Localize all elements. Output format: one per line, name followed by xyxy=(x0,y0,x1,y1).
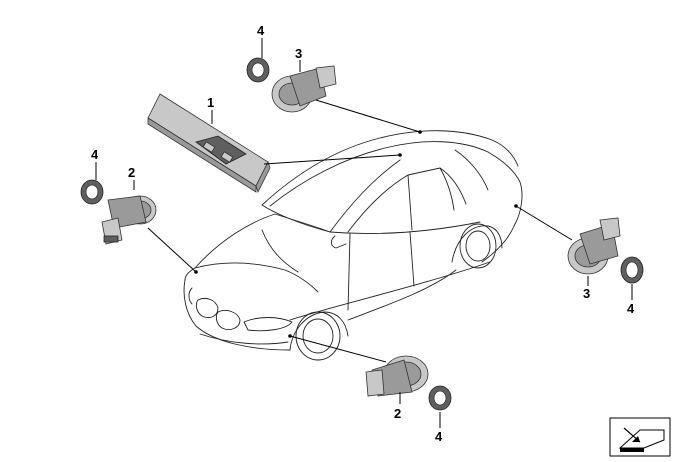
control-unit-part xyxy=(147,93,271,194)
car-outline xyxy=(183,130,523,361)
exploded-view-icon xyxy=(609,417,671,457)
callout-3-top: 3 xyxy=(295,46,302,61)
leader-lines xyxy=(95,38,633,428)
callout-2-left: 2 xyxy=(128,165,135,180)
decoupling-ring-right xyxy=(620,256,644,284)
pdc-sensor-front-bottom xyxy=(365,355,429,397)
callout-4-left: 4 xyxy=(91,147,99,162)
callout-2-bottom: 2 xyxy=(394,406,401,421)
callout-1: 1 xyxy=(207,95,214,110)
callout-4-right: 4 xyxy=(627,301,635,316)
callout-4-bottom: 4 xyxy=(435,429,443,444)
decoupling-ring-left xyxy=(80,179,104,205)
pdc-sensor-rear-top xyxy=(271,65,337,113)
decoupling-ring-bottom xyxy=(428,385,452,411)
pdc-sensor-front-left xyxy=(101,195,157,245)
pdc-sensor-rear-right xyxy=(567,217,621,275)
callout-3-right: 3 xyxy=(583,286,590,301)
callout-4-top: 4 xyxy=(257,23,265,38)
decoupling-ring-top xyxy=(246,57,270,83)
